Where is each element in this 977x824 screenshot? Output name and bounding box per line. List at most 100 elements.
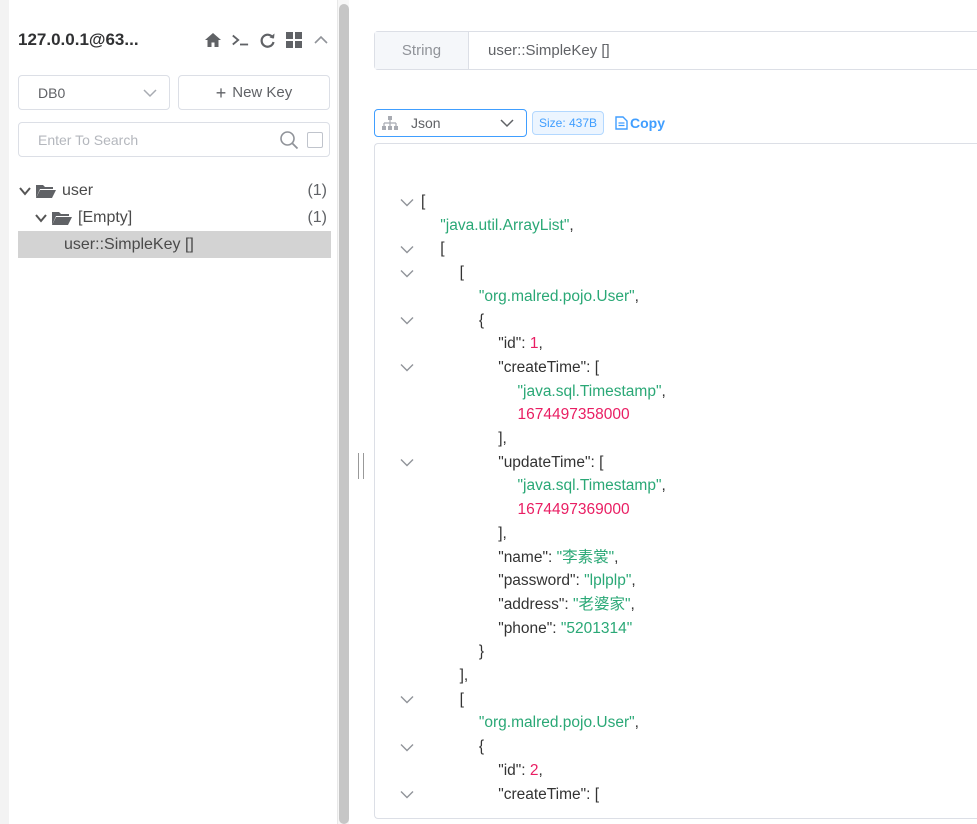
json-token: : [ [590,453,604,471]
json-line: "name": "李素裳", [498,546,618,570]
json-token: [ [459,690,464,708]
resize-handle[interactable] [358,453,364,479]
fold-toggle-icon[interactable] [399,190,415,214]
fold-toggle-icon[interactable] [399,237,415,261]
caret-down-icon[interactable] [18,184,32,198]
fold-toggle-icon[interactable] [399,783,415,807]
document-icon [615,116,628,130]
json-token: 1 [529,335,539,353]
home-icon[interactable] [204,31,222,49]
refresh-icon[interactable] [258,31,276,49]
json-token: } [478,643,485,661]
json-token: , [569,216,574,234]
json-line: "id": 2, [498,759,543,783]
tree-folder-user[interactable]: user (1) [18,177,331,204]
new-key-label: New Key [232,84,293,101]
json-token: , [661,477,666,495]
plus-icon: + [215,82,227,103]
json-token: , [538,335,543,353]
json-line: [ [460,688,464,712]
json-token: , [614,548,619,566]
fold-toggle-icon[interactable] [399,261,415,285]
json-line: "java.sql.Timestamp", [518,380,666,404]
fold-toggle-icon[interactable] [399,451,415,475]
db-select-value: DB0 [38,84,66,101]
left-panel: 127.0.0.1@63... DB0 + New Key [0,0,337,824]
view-format-select[interactable]: Json [374,109,527,137]
tree-key-simplekey[interactable]: user::SimpleKey [] [18,231,331,258]
json-token: "java.util.ArrayList" [440,216,570,234]
json-token: : [521,335,530,353]
copy-button[interactable]: Copy [615,111,665,135]
left-edge-strip [0,0,9,824]
grid-icon[interactable] [285,31,303,49]
json-token: "updateTime" [498,453,591,471]
connection-name[interactable]: 127.0.0.1@63... [18,30,139,49]
json-token: "address" [498,595,565,613]
json-token: "createTime" [498,358,587,376]
search-input[interactable] [38,131,279,148]
copy-label: Copy [630,115,665,131]
db-select[interactable]: DB0 [18,75,170,110]
size-badge: Size: 437B [532,111,605,135]
json-viewer[interactable]: [ "java.util.ArrayList", [ [ "org.malred.poj… [374,143,977,819]
key-name-field[interactable]: user::SimpleKey [] [488,42,610,59]
json-token: , [634,714,639,732]
json-line: 1674497358000 [518,403,630,427]
exact-search-checkbox[interactable] [307,131,323,148]
json-token: : [552,619,561,637]
json-line: "org.malred.pojo.User", [479,285,639,309]
json-line: "address": "老婆家", [498,593,635,617]
json-token: [ [459,264,464,282]
json-token: ], [498,430,507,447]
json-token: "phone" [498,619,553,637]
terminal-icon[interactable] [231,31,249,49]
tree-label: [Empty] [78,208,133,226]
json-token: "李素裳" [556,548,615,566]
fold-toggle-icon[interactable] [399,309,415,333]
json-token: , [630,595,635,613]
json-token: "createTime" [498,785,587,803]
json-line: [ [440,237,444,261]
tree-structure-icon [382,116,398,130]
json-token: { [478,311,485,329]
json-token: : [547,548,557,566]
tree-label: user [62,181,94,199]
json-token: , [631,572,636,590]
search-icon[interactable] [279,130,299,150]
json-token: { [478,738,485,756]
json-line: { [479,735,484,759]
fold-toggle-icon[interactable] [399,356,415,380]
json-line: 1674497369000 [518,498,630,522]
json-token: ], [498,524,507,542]
fold-toggle-icon[interactable] [399,735,415,759]
chevron-up-icon[interactable] [312,31,330,49]
json-token: 2 [529,761,539,779]
json-line: "phone": "5201314" [498,617,632,641]
tree-count: (1) [307,181,327,199]
json-token: : [564,595,573,613]
json-line: ], [498,427,507,451]
caret-down-icon[interactable] [34,211,48,225]
json-token: : [575,572,585,590]
json-token: "password" [498,572,576,590]
key-header-bar: String user::SimpleKey [] [374,31,977,70]
left-panel-scrollbar[interactable] [339,4,349,824]
fold-toggle-icon[interactable] [399,688,415,712]
new-key-button[interactable]: + New Key [178,75,330,110]
json-line: } [479,640,484,664]
json-token: 1674497358000 [517,406,630,424]
key-type-label: String [375,32,469,69]
json-token: "id" [498,335,522,353]
json-token: "java.sql.Timestamp" [517,382,662,400]
json-token: ], [459,667,469,684]
json-token: [ [440,240,445,258]
chevron-down-icon [500,119,514,128]
folder-open-icon [52,211,72,225]
tree-folder-empty[interactable]: [Empty] (1) [18,204,331,231]
json-token: "id" [498,761,522,779]
json-line: ], [498,522,507,546]
json-line: "java.sql.Timestamp", [518,474,666,498]
json-token: : [521,761,530,779]
tree-key-label: user::SimpleKey [] [64,235,194,253]
